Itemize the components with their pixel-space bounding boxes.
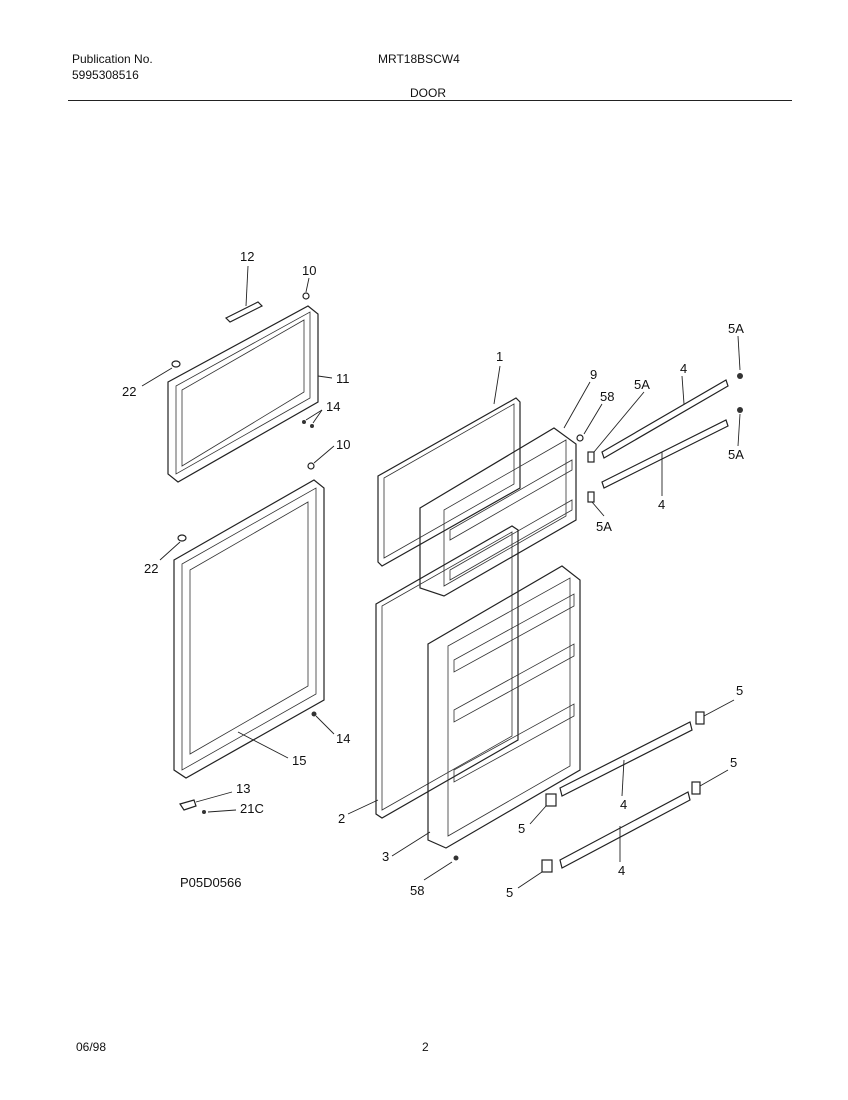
footer-date: 06/98 (76, 1040, 107, 1054)
callout-4-lower-upper: 4 (620, 797, 628, 812)
callout-5a-upper-left: 5A (634, 377, 650, 392)
part-1-freezer-gasket (377, 365, 521, 567)
callout-9: 9 (590, 367, 598, 382)
callout-58-upper: 58 (600, 389, 615, 404)
callout-5-lower-left: 5 (506, 885, 514, 900)
part-14-lower-screw (311, 711, 335, 735)
callout-11: 11 (336, 371, 350, 386)
part-11-freezer-door-frame (167, 305, 333, 483)
callout-5-upper-right: 5 (736, 683, 744, 698)
part-15-fresh-food-door-frame (173, 479, 325, 779)
header-rule (68, 100, 792, 101)
callout-14-top: 14 (326, 399, 341, 414)
part-5-4-lower-shelf-bars (517, 699, 735, 889)
part-3-fresh-food-door-liner (391, 565, 581, 857)
callout-4-upper: 4 (680, 361, 688, 376)
callout-5a-mid-right: 5A (728, 447, 744, 462)
part-22-lower-bushing (159, 534, 187, 561)
callout-5-lower-left-upper: 5 (518, 821, 526, 836)
part-10-lower-screw (307, 445, 335, 470)
part-9-freezer-door-liner (419, 381, 591, 597)
callout-12: 12 (240, 249, 255, 264)
footer-page-number: 2 (422, 1040, 429, 1054)
callout-1: 1 (496, 349, 504, 364)
callout-5a-top-right: 5A (728, 321, 744, 336)
callout-4-upper-lower: 4 (658, 497, 666, 512)
part-13-21c-hinge-hardware (179, 791, 237, 814)
section-title: DOOR (410, 86, 446, 100)
part-22-top-bushing (141, 360, 181, 387)
callout-5-lower-right: 5 (730, 755, 738, 770)
callout-4-lower: 4 (618, 863, 626, 878)
callout-13: 13 (236, 781, 251, 796)
callout-14-lower: 14 (336, 731, 351, 746)
callout-15: 15 (292, 753, 307, 768)
callout-22-lower: 22 (144, 561, 159, 576)
part-10-top-screw (302, 277, 310, 300)
publication-number: 5995308516 (72, 68, 139, 82)
part-58-upper-screw (576, 403, 603, 442)
callout-2: 2 (338, 811, 346, 826)
callout-21c: 21C (240, 801, 264, 816)
part-58-lower-screw (423, 855, 459, 881)
callout-10-top: 10 (302, 263, 317, 278)
callout-3: 3 (382, 849, 390, 864)
callout-5a-lower-left: 5A (596, 519, 612, 534)
callout-10-lower: 10 (336, 437, 351, 452)
part-2-fresh-food-gasket (347, 525, 519, 819)
part-14-top-screws (302, 409, 323, 428)
part-12-trim-strip (224, 265, 264, 323)
model-number: MRT18BSCW4 (378, 52, 460, 66)
callout-22-top: 22 (122, 384, 137, 399)
publication-label: Publication No. (72, 52, 153, 66)
callout-58-lower: 58 (410, 883, 425, 898)
part-5a-4-upper-shelf-bars (587, 335, 743, 517)
diagram-code: P05D0566 (180, 875, 242, 890)
